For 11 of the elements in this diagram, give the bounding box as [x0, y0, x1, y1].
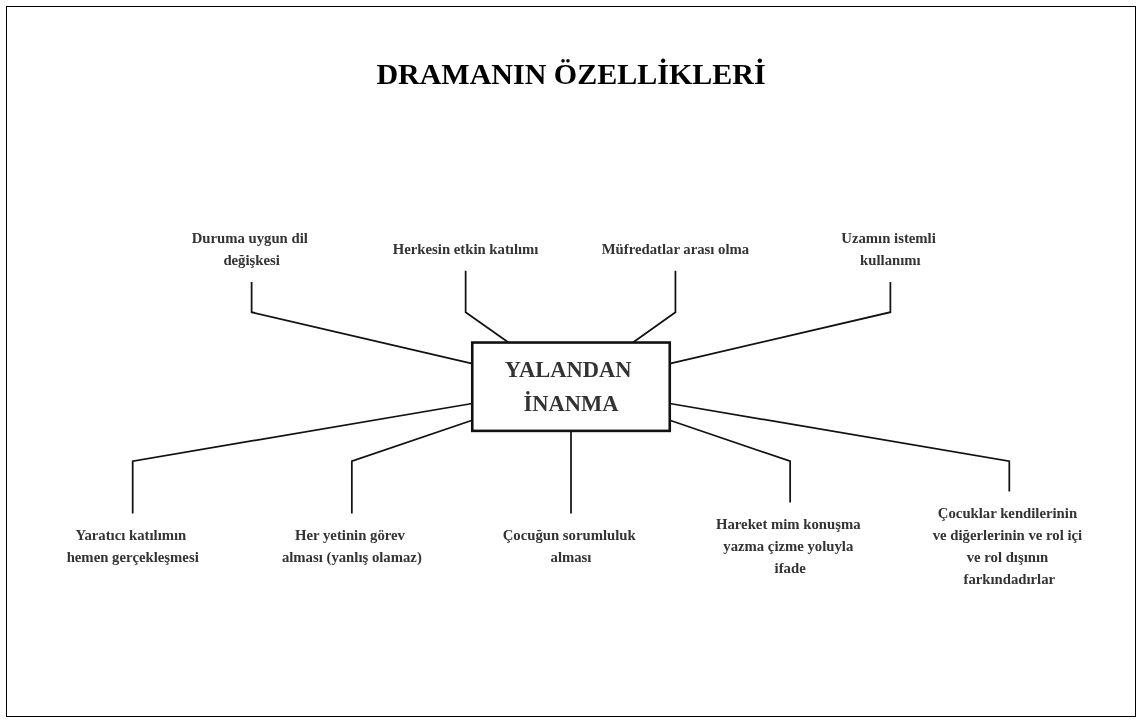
node-box: YALANDAN İNANMA [470, 341, 672, 433]
node-text: Uzamın istemli kullanımı [841, 230, 936, 269]
node-text: Her yetinin görev alması (yanlış olamaz) [281, 526, 422, 566]
diagram-title: DRAMANIN ÖZELLİKLERİ [376, 57, 766, 91]
node-text: Müfredatlar arası olma [601, 241, 750, 258]
node-text: Yaratıcı katılımın hemen gerçekleşmesi [66, 526, 199, 566]
node-text: Duruma uygun dil değişkesi [191, 230, 308, 269]
node-text: Hareket mim konuşma yazma çizme yoluyla ifade [716, 515, 861, 577]
node-text: Çocuklar kendilerinin ve diğerlerinin ve rol içi ve rol dışının farkındadırlar [932, 504, 1083, 588]
node-text: Çocuğun sorumluluk alması [502, 526, 636, 566]
node-text: Herkesin etkin katılımı [392, 241, 539, 258]
